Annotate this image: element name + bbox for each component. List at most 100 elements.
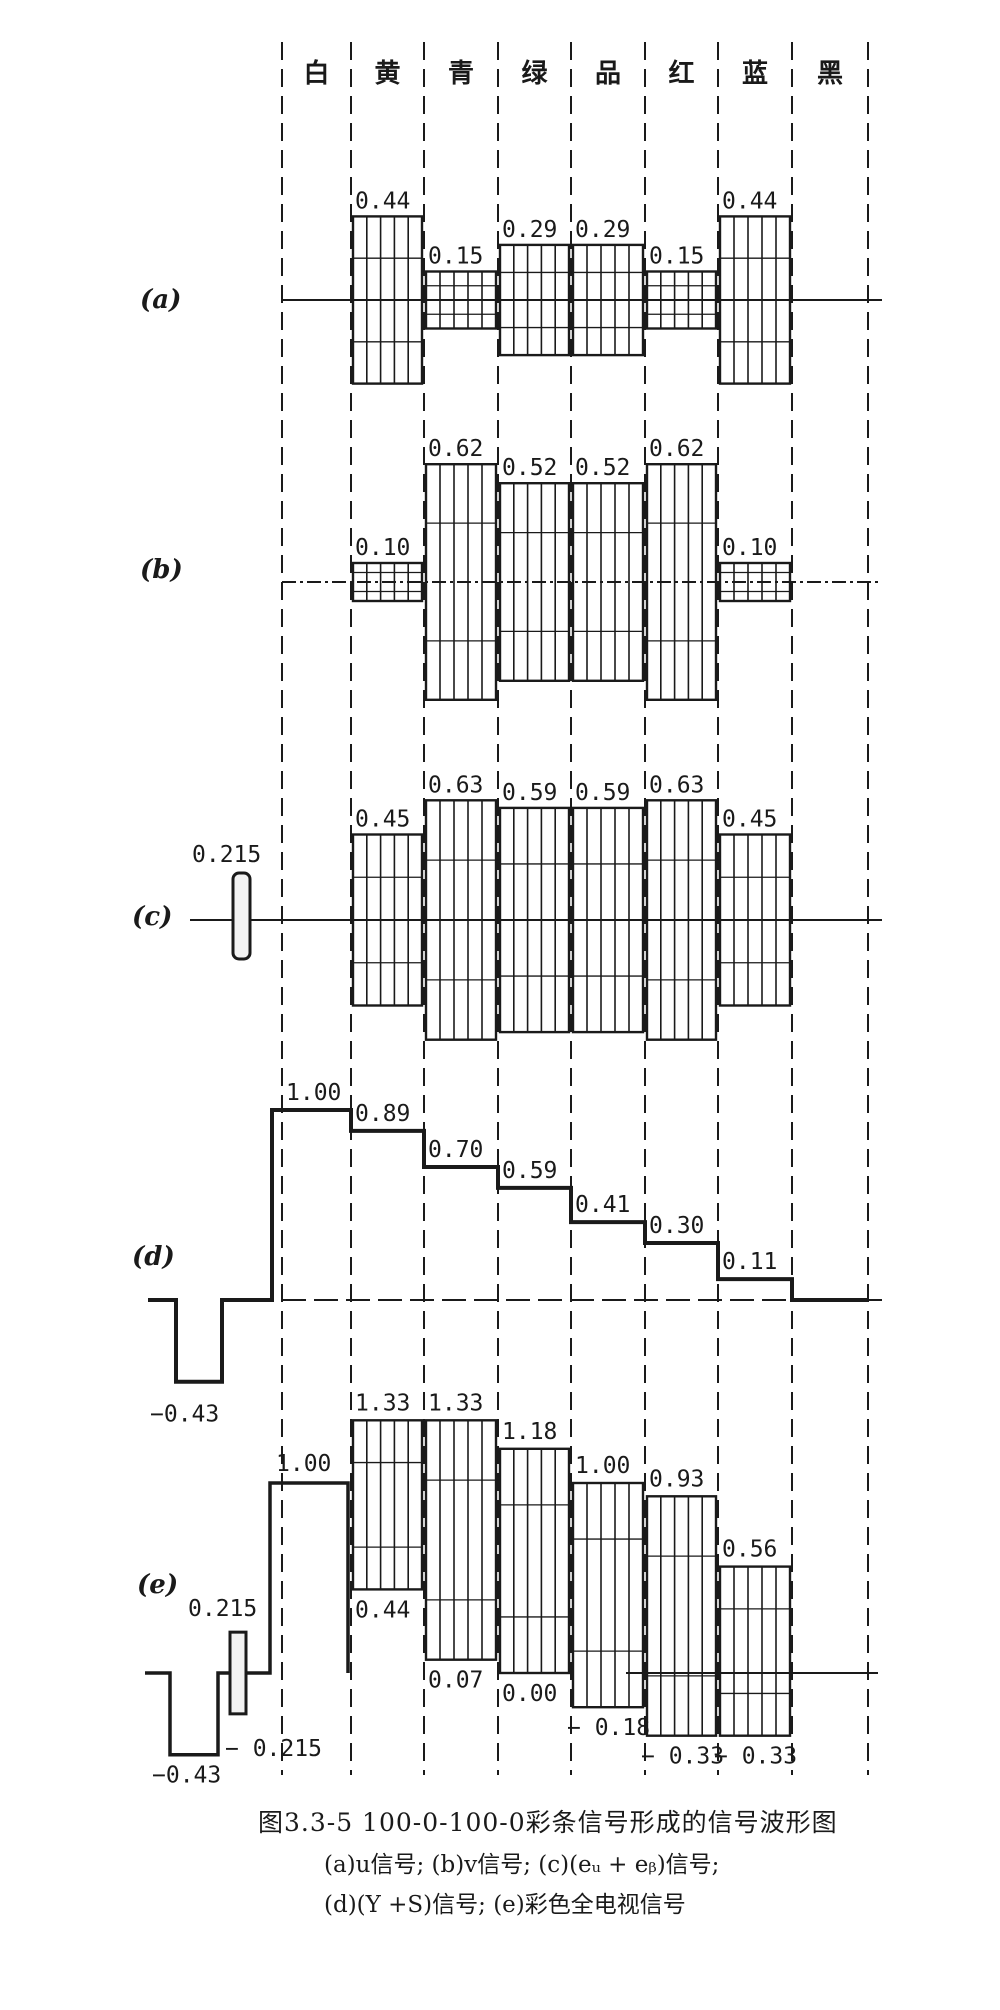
row-b-value-label-6: 0.62 [649, 436, 704, 462]
row-c-bar-6 [645, 799, 718, 1041]
row-e-bar-7 [718, 1565, 792, 1737]
row-c-bar-2-outline [351, 833, 424, 1007]
row-a-bar-7-outline [718, 215, 792, 385]
row-b-bar-2-outline [351, 561, 424, 603]
row-e-sync-label: −0.43 [152, 1763, 221, 1789]
row-c-value-label-5: 0.59 [575, 780, 630, 806]
row-e-high-label-3: 1.33 [428, 1390, 483, 1416]
row-c-bar-4-outline [498, 806, 571, 1034]
row-e-high-label-6: 0.93 [649, 1466, 704, 1492]
column-header-2: 黄 [374, 59, 400, 89]
row-a-bar-2 [351, 215, 424, 385]
row-d-value-label-3: 0.70 [428, 1137, 483, 1163]
row-e-burst-pulse [228, 1630, 248, 1716]
row-label-b: (b) [140, 555, 183, 585]
column-divider-lines [281, 42, 869, 1775]
row-a-bar-3 [424, 270, 498, 330]
row-b-bar-5 [571, 482, 645, 683]
row-b-bar-6-outline [645, 463, 718, 702]
row-c-bar-7 [718, 833, 792, 1007]
row-e-high-label-5: 1.00 [575, 1453, 630, 1479]
row-e-white-label: 1.00 [276, 1451, 331, 1477]
row-b-bar-4-outline [498, 482, 571, 683]
row-a-value-label-5: 0.29 [575, 217, 630, 243]
row-a-bar-5-outline [571, 243, 645, 357]
row-b-bar-7 [718, 561, 792, 603]
row-d-luminance-sync-signal: 1.000.890.700.590.410.300.11−0.43 [148, 1080, 882, 1428]
row-a-value-label-3: 0.15 [428, 244, 483, 270]
row-a-bar-2-outline [351, 215, 424, 385]
row-a-value-label-4: 0.29 [502, 217, 557, 243]
row-c-bar-7-outline [718, 833, 792, 1007]
caption-title: 图3.3-5 100-0-100-0彩条信号形成的信号波形图 [258, 1808, 838, 1837]
row-c-bar-2 [351, 833, 424, 1007]
row-d-sync-label: −0.43 [150, 1402, 219, 1428]
row-c-bar-5-outline [571, 806, 645, 1034]
row-label-a: (a) [140, 285, 181, 315]
row-a-value-label-2: 0.44 [355, 188, 410, 214]
row-d-value-label-4: 0.59 [502, 1158, 557, 1184]
row-e-bar-6-outline [645, 1495, 718, 1737]
row-b-value-label-4: 0.52 [502, 455, 557, 481]
row-d-value-label-1: 1.00 [286, 1080, 341, 1106]
column-header-8: 黑 [817, 59, 843, 89]
row-c-burst-pulse [231, 871, 252, 961]
row-e-high-label-4: 1.18 [502, 1419, 557, 1445]
row-b-value-label-2: 0.10 [355, 535, 410, 561]
row-c-value-label-2: 0.45 [355, 807, 410, 833]
row-e-bar-6 [645, 1495, 718, 1737]
row-e-low-label-2: 0.44 [355, 1597, 410, 1623]
row-e-bar-2 [351, 1419, 424, 1591]
row-e-low-label-3: 0.07 [428, 1668, 483, 1694]
row-e-bar-3 [424, 1419, 498, 1661]
column-header-6: 红 [668, 58, 694, 89]
row-c-value-label-7: 0.45 [722, 807, 777, 833]
column-header-3: 青 [448, 59, 474, 89]
row-c-value-label-4: 0.59 [502, 780, 557, 806]
row-c-bar-5 [571, 806, 645, 1034]
row-e-low-label-4: 0.00 [502, 1681, 557, 1707]
row-e-bar-3-outline [424, 1419, 498, 1661]
row-label-d: (d) [132, 1242, 175, 1272]
row-d-value-label-2: 0.89 [355, 1101, 410, 1127]
row-e-burst-neg-label: − 0.215 [225, 1736, 322, 1762]
row-c-bar-3-outline [424, 799, 498, 1041]
row-e-low-label-5: − 0.18 [567, 1715, 650, 1741]
row-b-bar-3 [424, 463, 498, 702]
row-a-bar-3-outline [424, 270, 498, 330]
row-e-low-label-7: − 0.33 [714, 1744, 797, 1770]
row-e-bar-4-outline [498, 1447, 571, 1675]
column-headers: 白黄青绿品红蓝黑 [303, 58, 843, 89]
row-c-bar-4 [498, 806, 571, 1034]
row-e-bar-4 [498, 1447, 571, 1675]
row-d-value-label-5: 0.41 [575, 1192, 630, 1218]
row-d-value-label-7: 0.11 [722, 1249, 777, 1275]
row-b-bar-5-outline [571, 482, 645, 683]
row-e-composite-signal: 0.215− 0.215−0.431.001.330.441.330.071.1… [145, 1390, 878, 1789]
row-c-burst-label: 0.215 [192, 842, 261, 868]
row-c-bar-3 [424, 799, 498, 1041]
column-header-4: 绿 [521, 59, 548, 89]
row-a-bar-4-outline [498, 243, 571, 357]
row-c-value-label-3: 0.63 [428, 772, 483, 798]
row-e-high-label-7: 0.56 [722, 1537, 777, 1563]
row-e-bar-7-outline [718, 1565, 792, 1737]
row-e-burst-pos-label: 0.215 [188, 1596, 257, 1622]
row-a-bar-4 [498, 243, 571, 357]
column-header-7: 蓝 [742, 59, 768, 89]
row-e-high-label-2: 1.33 [355, 1390, 410, 1416]
row-b-bar-2 [351, 561, 424, 603]
row-b-value-label-7: 0.10 [722, 535, 777, 561]
row-b-bar-6 [645, 463, 718, 702]
caption-line-1: (a)u信号; (b)v信号; (c)(eᵤ + eᵦ)信号; [324, 1852, 720, 1878]
row-a-bar-6-outline [645, 270, 718, 330]
caption-line-2: (d)(Y +S)信号; (e)彩色全电视信号 [324, 1892, 686, 1918]
row-labels: (a)(b)(c)(d)(e) [132, 285, 183, 1600]
row-a-value-label-7: 0.44 [722, 188, 777, 214]
row-b-value-label-5: 0.52 [575, 455, 630, 481]
row-a-bar-6 [645, 270, 718, 330]
